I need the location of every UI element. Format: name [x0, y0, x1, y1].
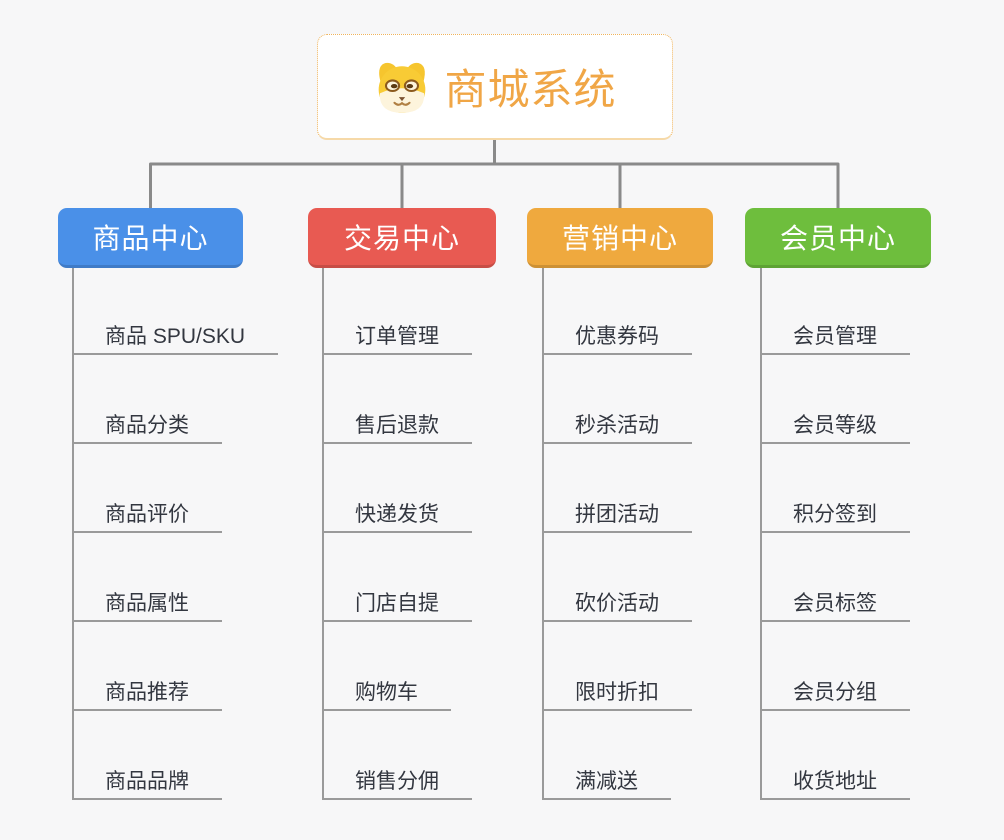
branch-node-member-center[interactable]: 会员中心 [745, 208, 931, 268]
branch-node-trade-center[interactable]: 交易中心 [308, 208, 496, 268]
leaf-topic[interactable]: 会员管理 [760, 320, 910, 355]
branch-node-marketing-center[interactable]: 营销中心 [527, 208, 713, 268]
leaf-topic[interactable]: 商品品牌 [72, 765, 222, 800]
leaf-topic[interactable]: 商品属性 [72, 587, 222, 622]
leaf-topic[interactable]: 会员分组 [760, 676, 910, 711]
leaf-topic[interactable]: 会员等级 [760, 409, 910, 444]
leaf-topic[interactable]: 快递发货 [322, 498, 472, 533]
leaf-topic[interactable]: 售后退款 [322, 409, 472, 444]
central-topic-title: 商城系统 [444, 66, 617, 113]
leaf-topic[interactable]: 收货地址 [760, 765, 910, 800]
leaf-topic[interactable]: 拼团活动 [542, 498, 692, 533]
leaf-topic[interactable]: 砍价活动 [542, 587, 692, 622]
leaf-topic[interactable]: 订单管理 [322, 320, 472, 355]
leaf-topic[interactable]: 销售分佣 [322, 765, 472, 800]
leaf-topic[interactable]: 会员标签 [760, 587, 910, 622]
leaf-topic[interactable]: 限时折扣 [542, 676, 692, 711]
leaf-topic[interactable]: 满减送 [542, 765, 671, 800]
branch-node-product-center[interactable]: 商品中心 [58, 208, 243, 268]
leaf-topic[interactable]: 商品推荐 [72, 676, 222, 711]
leaf-topic[interactable]: 商品分类 [72, 409, 222, 444]
dog-face-icon [373, 60, 431, 114]
leaf-topic[interactable]: 购物车 [322, 676, 451, 711]
leaf-topic[interactable]: 秒杀活动 [542, 409, 692, 444]
leaf-topic[interactable]: 优惠券码 [542, 320, 692, 355]
leaf-topic[interactable]: 商品 SPU/SKU [72, 320, 279, 355]
leaf-topic[interactable]: 商品评价 [72, 498, 222, 533]
leaf-topic[interactable]: 门店自提 [322, 587, 472, 622]
central-topic[interactable]: 商城系统 [317, 34, 673, 140]
leaf-topic[interactable]: 积分签到 [760, 498, 910, 533]
